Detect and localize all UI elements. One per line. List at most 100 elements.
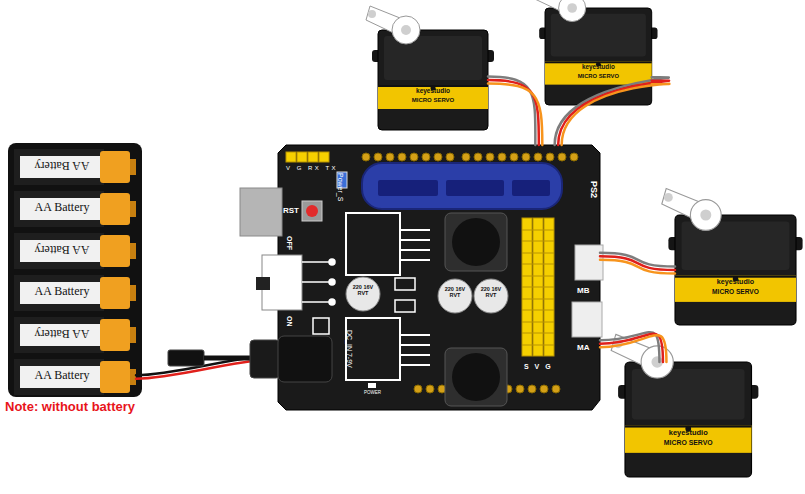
inductor — [445, 213, 507, 271]
pin-hole — [534, 153, 542, 161]
pin-hole — [426, 385, 434, 393]
divider — [522, 310, 554, 311]
power-led — [368, 383, 376, 388]
dc-cable — [204, 356, 252, 361]
pin-hole — [546, 153, 554, 161]
micro-servo: keyestudioMICRO SERVO — [545, 8, 652, 105]
pin-hole — [398, 153, 406, 161]
aa-battery: AA Battery — [14, 275, 136, 311]
battery-cells — [14, 149, 136, 395]
aa-battery-text: AA Battery — [20, 201, 104, 214]
battery-terminal — [130, 369, 136, 385]
aa-battery-text: AA Battery — [20, 327, 104, 340]
pin-hole — [522, 153, 530, 161]
shield-board-text: ON — [286, 316, 293, 327]
aa-battery: AA Battery — [14, 191, 136, 227]
smd-part — [395, 300, 415, 312]
micro-servo-text: keyestudio — [545, 64, 652, 71]
divider — [522, 345, 554, 346]
voltage-regulators — [346, 213, 430, 380]
shield-board-text: 220 16V RVT — [352, 285, 374, 297]
micro-servo-text: MICRO SERVO — [545, 73, 652, 79]
divider — [522, 253, 554, 254]
micro-servo-illustration — [366, 6, 494, 130]
inductor-coil — [452, 353, 500, 401]
header-pin — [297, 152, 307, 162]
shield-board-text: 220 16V RVT — [480, 287, 502, 299]
ps2-slots — [378, 180, 550, 196]
capacitors — [346, 277, 508, 313]
regulator-pin — [400, 259, 430, 261]
reset-button-cap — [306, 205, 318, 217]
micro-servo-text: keyestudio — [378, 88, 488, 95]
pin-hole — [414, 385, 422, 393]
divider — [522, 276, 554, 277]
dc-jack — [278, 336, 332, 382]
aa-battery-text: AA Battery — [20, 243, 104, 256]
pin-hole — [474, 153, 482, 161]
wire — [558, 81, 669, 145]
regulator — [346, 213, 400, 275]
smd-part — [395, 278, 415, 290]
lead — [302, 261, 330, 263]
wire — [600, 256, 675, 270]
capacitor — [438, 279, 472, 313]
micro-servo: keyestudioMICRO SERVO — [625, 362, 752, 477]
aa-battery-text: AA Battery — [20, 285, 104, 298]
wire — [488, 80, 539, 145]
ps2-slot — [446, 180, 504, 196]
aa-battery-text: AA Battery — [20, 159, 104, 172]
pin-hole — [422, 153, 430, 161]
shield-board-text: PS2 — [589, 181, 598, 198]
pin-hole — [570, 153, 578, 161]
switch-leads — [302, 259, 335, 305]
regulator-pin — [400, 239, 430, 241]
micro-servo-text: keyestudio — [625, 429, 752, 437]
pin-hole — [558, 153, 566, 161]
micro-servo: keyestudioMICRO SERVO — [675, 215, 796, 325]
regulator-pin — [400, 334, 430, 336]
wire — [136, 355, 278, 375]
header-dividers — [522, 230, 554, 345]
pin-hole — [528, 385, 536, 393]
regulator-pin — [400, 354, 430, 356]
lead-pad — [329, 279, 335, 285]
header-pin — [286, 152, 296, 162]
servo-cable — [555, 77, 670, 145]
smd-parts — [395, 278, 415, 312]
micro-servo-text: MICRO SERVO — [378, 97, 488, 103]
ps2-socket — [362, 163, 562, 209]
usb-port — [240, 188, 282, 236]
divider — [522, 287, 554, 288]
wire — [555, 77, 669, 145]
pin-hole — [462, 153, 470, 161]
capacitor — [474, 279, 508, 313]
pin-hole — [540, 385, 548, 393]
divider — [522, 333, 554, 334]
pin-hole — [410, 153, 418, 161]
pin-hole — [552, 385, 560, 393]
pin-hole — [386, 153, 394, 161]
battery-cap — [100, 361, 130, 393]
battery-terminal — [130, 159, 136, 175]
battery-cap — [100, 277, 130, 309]
pin-hole — [434, 153, 442, 161]
micro-servo-illustration — [611, 334, 758, 477]
servo-cable — [600, 253, 675, 274]
wire — [136, 359, 278, 379]
aa-battery: AA Battery — [14, 317, 136, 353]
micro-servo-illustration — [533, 0, 657, 105]
battery-cable — [136, 355, 278, 379]
battery-body — [14, 275, 104, 311]
dc-plug-sleeve — [250, 340, 280, 378]
ps2-slot — [512, 180, 550, 196]
note-text: Note: without battery — [5, 400, 135, 414]
battery-body — [14, 359, 104, 395]
battery-body — [14, 149, 104, 185]
micro-servo: keyestudioMICRO SERVO — [378, 30, 488, 130]
shield-board-text: MB — [577, 287, 589, 295]
aa-battery-text: AA Battery — [20, 369, 104, 382]
battery-body — [14, 233, 104, 269]
aa-battery: AA Battery — [14, 359, 136, 395]
